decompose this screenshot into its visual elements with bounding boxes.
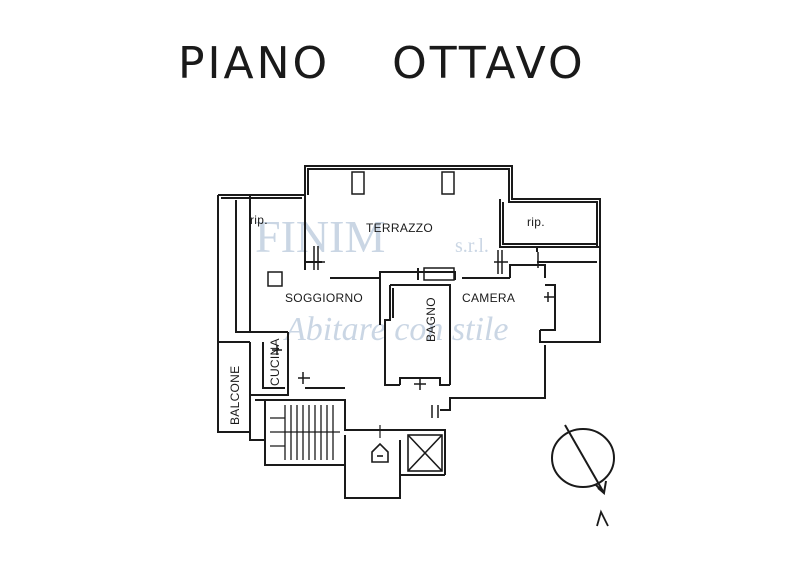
terrace-outline	[304, 165, 601, 250]
agency-watermark: FINIM s.r.l. Abitare con stile	[255, 211, 508, 348]
svg-text:Abitare con stile: Abitare con stile	[283, 311, 508, 348]
bathroom-walls	[384, 284, 451, 386]
room-label-camera: CAMERA	[462, 291, 515, 305]
north-arrow-icon	[551, 424, 615, 496]
staircase-icon	[270, 405, 340, 460]
elevator-shaft-icon	[407, 434, 443, 472]
room-label-rip-left: rip.	[250, 213, 268, 227]
bedroom-walls	[440, 250, 601, 411]
room-label-rip-right: rip.	[527, 215, 545, 229]
room-label-terrazzo: TERRAZZO	[366, 221, 433, 235]
stair-core-walls	[249, 395, 446, 499]
svg-text:s.r.l.: s.r.l.	[455, 235, 489, 257]
north-label	[596, 509, 609, 527]
svg-text:FINIM: FINIM	[255, 211, 385, 262]
plan-title: PIANO OTTAVO	[178, 38, 586, 89]
pillar-marks	[267, 171, 556, 418]
living-walls	[250, 246, 510, 372]
room-label-balcone: BALCONE	[228, 366, 242, 425]
room-labels: rip. rip. TERRAZZO SOGGIORNO CAMERA BAGN…	[228, 213, 545, 425]
house-entrance-icon	[371, 425, 389, 463]
room-label-cucina: CUCINA	[268, 338, 282, 386]
room-label-soggiorno: SOGGIORNO	[285, 291, 363, 305]
room-label-bagno: BAGNO	[424, 297, 438, 342]
right-storage-walls	[499, 199, 600, 252]
